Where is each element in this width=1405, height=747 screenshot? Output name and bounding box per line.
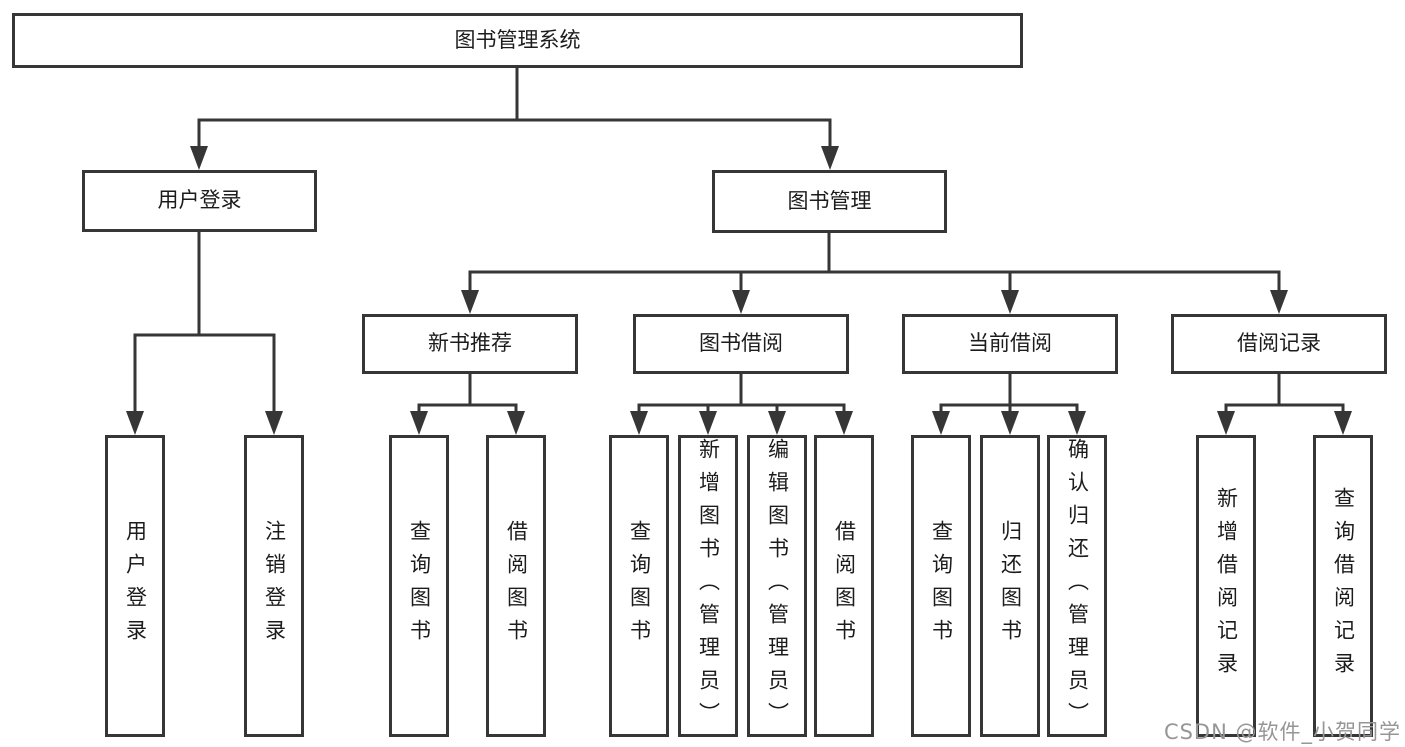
node-label: 查询图书 — [627, 520, 652, 652]
leaf-edit-book-admin: 编辑图书（管理员） — [747, 435, 807, 737]
node-label: 新增图书（管理员） — [696, 438, 721, 735]
arrowhead — [932, 411, 950, 435]
arrowhead — [1001, 411, 1019, 435]
arrowhead — [410, 411, 428, 435]
arrowhead — [699, 411, 717, 435]
node-label: 查询图书 — [929, 520, 954, 652]
node-borrow-records: 借阅记录 — [1171, 314, 1387, 374]
arrowhead — [1068, 411, 1086, 435]
leaf-borrow-books: 借阅图书 — [814, 435, 874, 737]
arrowhead — [126, 411, 144, 435]
connector-book-management-branch — [468, 233, 1281, 293]
node-label: 新增借阅记录 — [1214, 487, 1239, 685]
node-current-borrow: 当前借阅 — [902, 314, 1118, 374]
leaf-return-books: 归还图书 — [980, 435, 1040, 737]
leaf-user-login: 用户登录 — [105, 435, 165, 737]
node-label: 用户登录 — [123, 520, 148, 652]
leaf-add-book-admin: 新增图书（管理员） — [678, 435, 738, 737]
arrowhead — [768, 411, 786, 435]
node-label: 借阅图书 — [504, 520, 529, 652]
arrowhead — [1001, 290, 1019, 314]
node-book-management: 图书管理 — [712, 170, 947, 233]
arrowhead — [265, 411, 283, 435]
node-book-borrow: 图书借阅 — [633, 314, 849, 374]
node-label: 借阅记录 — [1237, 331, 1321, 356]
node-label: 图书借阅 — [699, 331, 783, 356]
leaf-query-borrow-record: 查询借阅记录 — [1313, 435, 1373, 737]
node-label: 图书管理系统 — [454, 27, 581, 52]
node-root-system: 图书管理系统 — [12, 13, 1023, 68]
arrowhead — [461, 290, 479, 314]
arrowhead — [1217, 411, 1235, 435]
arrowhead — [630, 411, 648, 435]
node-label: 确认归还（管理员） — [1065, 438, 1090, 735]
arrowhead — [1270, 290, 1288, 314]
node-label: 查询图书 — [407, 520, 432, 652]
leaf-borrow-books-recommend: 借阅图书 — [486, 435, 546, 737]
arrowhead — [507, 411, 525, 435]
node-label: 新书推荐 — [428, 331, 512, 356]
connector-root-to-level2 — [197, 68, 832, 150]
leaf-query-books-recommend: 查询图书 — [389, 435, 449, 737]
arrowhead — [1334, 411, 1352, 435]
leaf-logout: 注销登录 — [244, 435, 304, 737]
leaf-add-borrow-record: 新增借阅记录 — [1196, 435, 1256, 737]
node-label: 借阅图书 — [832, 520, 857, 652]
node-user-login: 用户登录 — [82, 170, 317, 232]
node-label: 归还图书 — [998, 520, 1023, 652]
connector-borrow-records-branch — [1224, 374, 1345, 414]
leaf-query-books-borrow: 查询图书 — [609, 435, 669, 737]
arrowhead — [190, 146, 208, 170]
connector-book-borrow-branch — [637, 374, 846, 414]
connector-new-book-branch — [417, 374, 518, 414]
node-label: 当前借阅 — [968, 331, 1052, 356]
arrowhead — [732, 290, 750, 314]
node-new-book-recommend: 新书推荐 — [362, 314, 578, 374]
node-label: 查询借阅记录 — [1331, 487, 1356, 685]
node-label: 用户登录 — [157, 188, 242, 213]
leaf-confirm-return-admin: 确认归还（管理员） — [1047, 435, 1107, 737]
node-label: 注销登录 — [262, 520, 287, 652]
node-label: 编辑图书（管理员） — [765, 438, 790, 735]
connector-user-login-branch — [133, 232, 276, 414]
connector-current-borrow-branch — [939, 374, 1079, 414]
csdn-watermark: CSDN @软件_小贺同学 — [1163, 720, 1401, 744]
node-label: 图书管理 — [787, 188, 872, 213]
arrowhead — [835, 411, 853, 435]
arrowhead — [821, 146, 839, 170]
leaf-query-books-current: 查询图书 — [911, 435, 971, 737]
